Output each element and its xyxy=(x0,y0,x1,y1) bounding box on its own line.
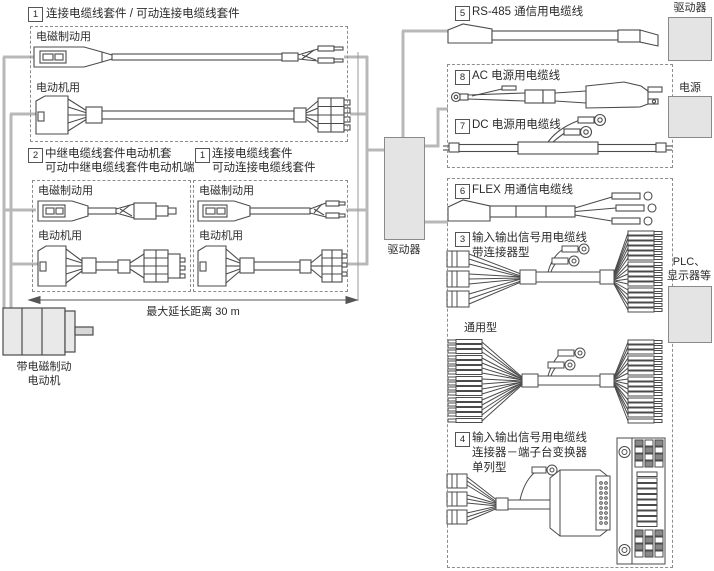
kit1-title: 连接电缆线套件 / 可动连接电缆线套件 xyxy=(46,8,240,20)
power-supply-label: 电源 xyxy=(679,82,701,94)
cable-motor-1 xyxy=(35,95,351,135)
item7-number-badge: 7 xyxy=(455,119,470,134)
harness-io-general xyxy=(447,339,663,424)
item4-title-line2: 连接器－端子台变换器 xyxy=(472,447,587,459)
kit1b-number-badge: 1 xyxy=(195,148,210,163)
item4-title-line3: 单列型 xyxy=(472,462,507,474)
motor-caption-line2: 电动机 xyxy=(27,375,61,387)
dimension-label: 最大延长距离 30 m xyxy=(146,306,240,318)
cable-motor-relay xyxy=(37,245,186,287)
signal-cables-group-box xyxy=(447,178,673,568)
kit2-group-box xyxy=(32,180,191,292)
kit2-motor-label: 电动机用 xyxy=(38,230,82,242)
plc-label-line2: 显示器等 xyxy=(667,270,711,282)
cable-flex xyxy=(447,191,657,226)
item3-title-line2: 带连接器型 xyxy=(472,247,530,259)
connection-lines xyxy=(2,29,448,309)
motor-caption-line1: 带电磁制动 xyxy=(16,361,72,373)
kit1b-title-line2: 可动连接电缆线套件 xyxy=(212,162,316,174)
plc-label-line1: PLC、 xyxy=(672,256,706,268)
item4-title-line1: 输入输出信号用电缆线 xyxy=(472,432,587,444)
item6-number-badge: 6 xyxy=(455,184,470,199)
kit1-number-badge: 1 xyxy=(28,7,43,22)
plc-box xyxy=(668,286,712,343)
item7-title: DC 电源用电缆线 xyxy=(472,119,561,131)
driver-label: 驱动器 xyxy=(387,244,421,256)
item8-number-badge: 8 xyxy=(455,70,470,85)
cable-brake-1b xyxy=(197,200,346,222)
item4-number-badge: 4 xyxy=(455,432,470,447)
kit2-title-line2: 可动中继电缆线套件电动机端 xyxy=(45,162,195,174)
harness-io-connector xyxy=(446,230,663,313)
cable-dc xyxy=(443,113,672,155)
driver-box xyxy=(384,137,425,240)
kit1b-brake-label: 电磁制动用 xyxy=(199,185,254,197)
motor-drawing xyxy=(2,307,94,356)
kit1b-motor-label: 电动机用 xyxy=(199,230,243,242)
cable-brake-relay xyxy=(37,200,177,222)
harness-io-terminal xyxy=(446,437,666,565)
item5-title: RS-485 通信用电缆线 xyxy=(472,6,584,18)
general-type-label: 通用型 xyxy=(464,322,497,334)
kit1b-title-line1: 连接电缆线套件 xyxy=(212,148,293,160)
kit2-brake-label: 电磁制动用 xyxy=(38,185,93,197)
kit1-motor-label: 电动机用 xyxy=(36,82,80,94)
item5-number-badge: 5 xyxy=(455,6,470,21)
kit1-brake-label: 电磁制动用 xyxy=(36,31,91,43)
item6-title: FLEX 用通信电缆线 xyxy=(472,184,573,196)
cable-ac xyxy=(450,81,663,109)
driver-box-top xyxy=(668,17,712,61)
driver-top-label: 驱动器 xyxy=(673,2,707,14)
dimension-arrow xyxy=(27,295,359,305)
kit2-title-line1: 中继电缆线套件电动机套 xyxy=(45,148,172,160)
kit2-number-badge: 2 xyxy=(28,148,43,163)
cable-motor-1b xyxy=(197,245,348,287)
cable-brake-1 xyxy=(33,45,344,68)
kit1-group-box xyxy=(30,26,348,142)
item3-number-badge: 3 xyxy=(455,232,470,247)
cable-rs485 xyxy=(447,23,659,47)
kit1b-group-box xyxy=(193,180,348,292)
power-supply-box xyxy=(668,96,712,138)
item8-title: AC 电源用电缆线 xyxy=(472,70,561,82)
item3-title-line1: 输入输出信号用电缆线 xyxy=(472,232,587,244)
